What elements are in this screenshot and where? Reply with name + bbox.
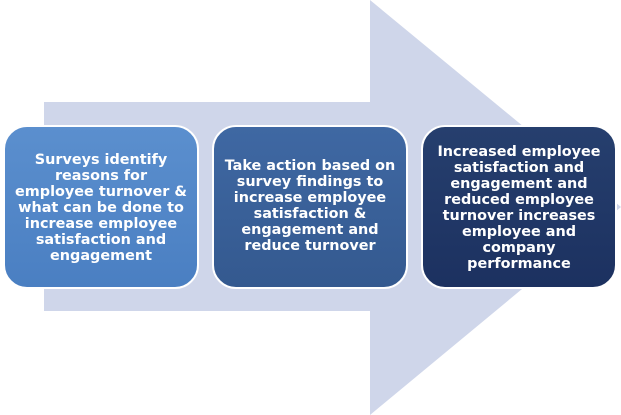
step-1-text: Surveys identify reasons for employee tu… (15, 152, 187, 264)
step-2-text: Take action based on survey findings to … (224, 158, 396, 254)
step-box-surveys: Surveys identify reasons for employee tu… (3, 125, 199, 289)
step-box-take-action: Take action based on survey findings to … (212, 125, 408, 289)
step-box-outcome: Increased employee satisfaction and enga… (421, 125, 617, 289)
step-3-text: Increased employee satisfaction and enga… (437, 144, 601, 272)
